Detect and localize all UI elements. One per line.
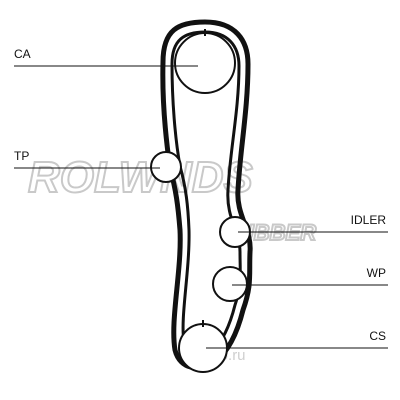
timing-belt	[160, 19, 253, 371]
tensioner-pulley	[150, 151, 182, 183]
pulleys	[150, 29, 251, 373]
label-tp: TP	[14, 149, 29, 163]
labels: CA TP IDLER WP CS	[14, 47, 386, 343]
watermark-brand-text: ROLWNDS	[28, 153, 253, 202]
label-ca: CA	[14, 47, 31, 61]
camshaft-pulley	[174, 32, 236, 94]
belt-outer-path	[160, 19, 253, 371]
belt-inner-path	[170, 30, 242, 359]
label-cs: CS	[369, 329, 386, 343]
label-wp: WP	[367, 266, 386, 280]
water-pump-pulley	[212, 266, 248, 302]
label-idler: IDLER	[351, 213, 387, 227]
leader-lines	[14, 65, 388, 349]
